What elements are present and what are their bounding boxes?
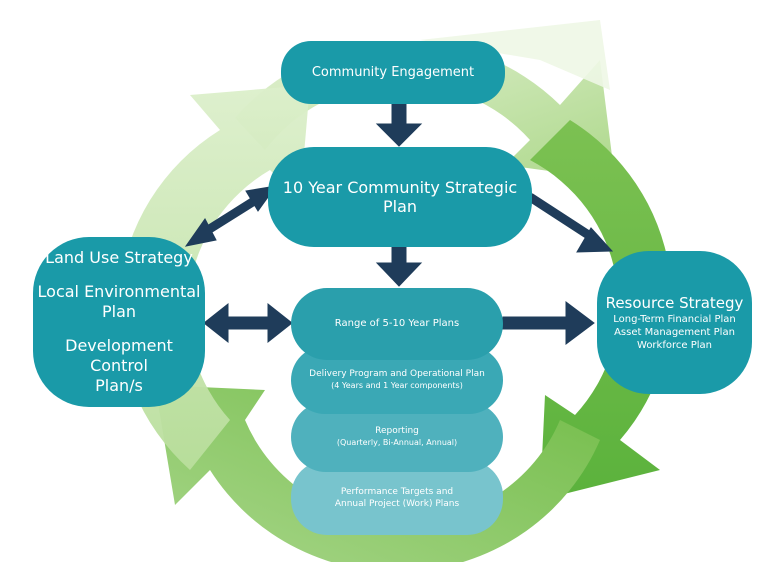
range-plans-box: Range of 5-10 Year Plans [291,288,503,360]
land-use-box: Land Use Strategy Local Environmental Pl… [33,237,205,407]
resource-strategy-box: Resource Strategy Long-Term Financial Pl… [597,251,752,394]
local-environmental-line: Local Environmental [37,282,201,301]
strategic-plan-box: 10 Year Community Strategic Plan [268,147,532,247]
local-environmental-plan-line: Plan [101,302,137,321]
financial-plan-label: Long-Term Financial Plan [613,314,736,325]
arrow-csp-to-range [375,246,423,287]
asset-plan-label: Asset Management Plan [614,327,735,338]
workforce-plan-label: Workforce Plan [637,340,712,351]
targets-line-1: Performance Targets and [340,486,454,497]
connector-arrows [184,103,614,345]
arrow-range-to-resource [502,301,595,345]
delivery-title: Delivery Program and Operational Plan [309,369,485,379]
performance-targets-box: Performance Targets and Annual Project (… [291,460,503,535]
delivery-subtitle: (4 Years and 1 Year components) [331,381,463,390]
reporting-subtitle: (Quarterly, Bi-Annual, Annual) [336,438,458,447]
community-engagement-box: Community Engagement [281,41,505,104]
reporting-title: Reporting [375,426,419,436]
development-control-line: Development Control [65,336,173,375]
strategic-plan-label: 10 Year Community Strategic Plan [282,178,518,216]
arrow-csp-to-resource [527,193,614,253]
range-plans-label: Range of 5-10 Year Plans [334,318,460,329]
arrow-landuse-range-double [203,302,293,344]
targets-line-2: Annual Project (Work) Plans [334,498,460,509]
land-use-title: Land Use Strategy [45,248,193,267]
development-control-plans-line: Plan/s [95,376,143,395]
community-engagement-label: Community Engagement [311,65,475,80]
arrow-community-to-csp [375,103,423,147]
resource-strategy-title: Resource Strategy [605,294,744,312]
